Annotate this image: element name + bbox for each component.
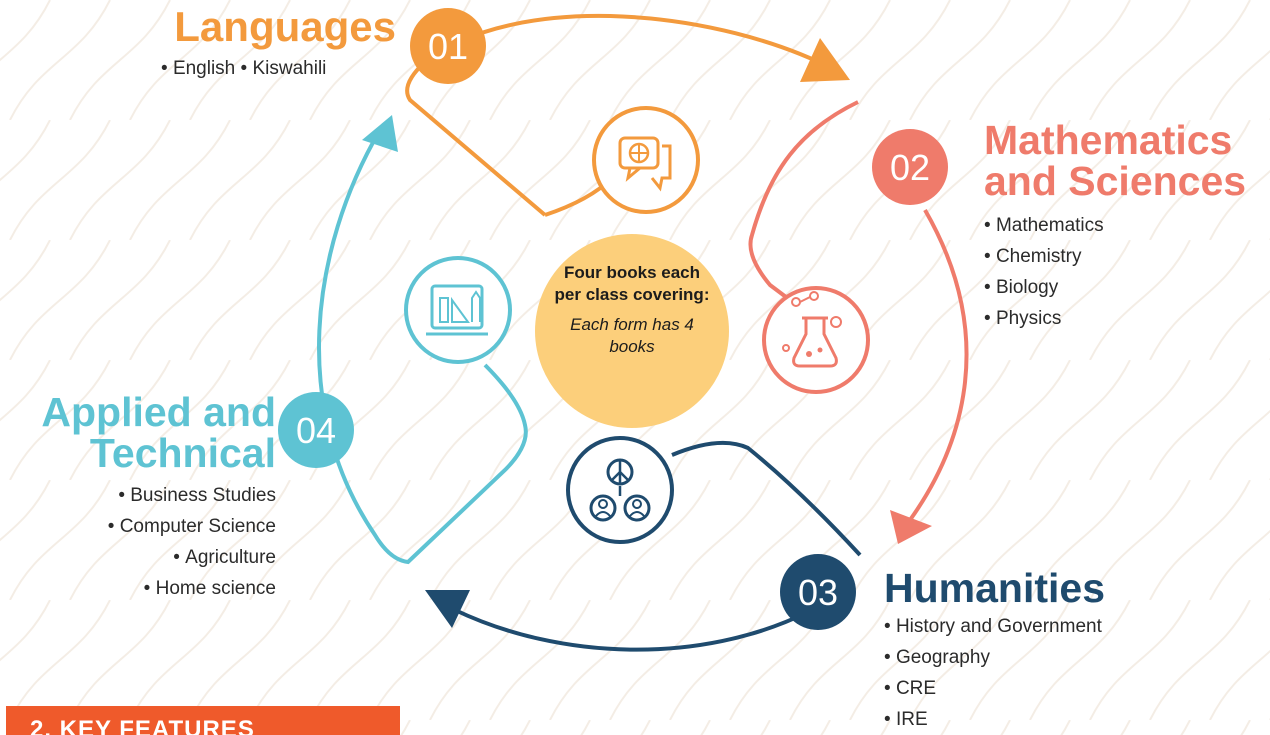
applied-block: Applied and Technical Business Studies C… xyxy=(41,392,276,604)
applied-item: Agriculture xyxy=(41,542,276,573)
chemistry-flask-icon xyxy=(762,286,870,394)
humanities-arc-lower xyxy=(454,608,809,652)
globe-chat-icon xyxy=(592,106,700,214)
number-circle-04 xyxy=(278,392,354,468)
humanities-item: History and Government xyxy=(884,611,1105,642)
languages-item: Kiswahili xyxy=(252,58,327,79)
sciences-item: Biology xyxy=(984,272,1246,303)
sciences-arc-lower xyxy=(908,209,969,522)
applied-item: Computer Science xyxy=(41,511,276,542)
humanities-arc xyxy=(671,440,862,557)
languages-item-bullet: • xyxy=(161,58,173,79)
key-features-label: 2. KEY FEATURES xyxy=(6,706,400,735)
center-label: Four books each per class covering: Each… xyxy=(552,262,712,358)
humanities-arrow-head xyxy=(425,590,470,628)
sciences-arc xyxy=(748,100,859,302)
peace-people-icon xyxy=(566,436,674,544)
number-circle-03 xyxy=(780,554,856,630)
center-heading: Four books each per class covering: xyxy=(554,263,710,304)
center-subtext: Each form has 4 books xyxy=(570,315,694,356)
sciences-item: Chemistry xyxy=(984,241,1246,272)
applied-arrow-head xyxy=(362,115,398,152)
applied-item: Business Studies xyxy=(41,480,276,511)
number-circle-01 xyxy=(410,8,486,84)
number-03: 03 xyxy=(798,572,838,613)
humanities-title: Humanities xyxy=(884,565,1105,611)
languages-item-bullet: • xyxy=(235,58,253,79)
languages-items: • English • Kiswahili xyxy=(161,58,326,80)
languages-item: English xyxy=(172,58,236,79)
applied-arc xyxy=(317,128,528,565)
sciences-arrow-head xyxy=(890,510,932,544)
languages-arc xyxy=(405,13,836,217)
number-circle-02 xyxy=(872,129,948,205)
humanities-block: Humanities History and Government Geogra… xyxy=(884,568,1105,735)
number-02: 02 xyxy=(890,147,930,188)
sciences-title-line2: and Sciences xyxy=(984,158,1247,204)
humanities-item: CRE xyxy=(884,673,1105,704)
languages-title: Languages xyxy=(174,3,396,50)
drafting-tools-icon xyxy=(404,256,512,364)
sciences-block: Mathematics and Sciences Mathematics Che… xyxy=(984,120,1246,334)
humanities-item: IRE xyxy=(884,704,1105,735)
number-01: 01 xyxy=(428,26,468,67)
languages-block: Languages xyxy=(174,6,396,48)
sciences-item: Mathematics xyxy=(984,210,1246,241)
sciences-item: Physics xyxy=(984,303,1246,334)
languages-arrow-head xyxy=(800,38,850,82)
number-04: 04 xyxy=(296,410,336,451)
applied-title-line1: Applied and xyxy=(41,389,276,435)
humanities-item: Geography xyxy=(884,642,1105,673)
applied-title-line2: Technical xyxy=(89,430,276,476)
applied-item: Home science xyxy=(41,573,276,604)
sciences-title-line1: Mathematics xyxy=(984,117,1233,163)
center-circle xyxy=(535,234,729,428)
